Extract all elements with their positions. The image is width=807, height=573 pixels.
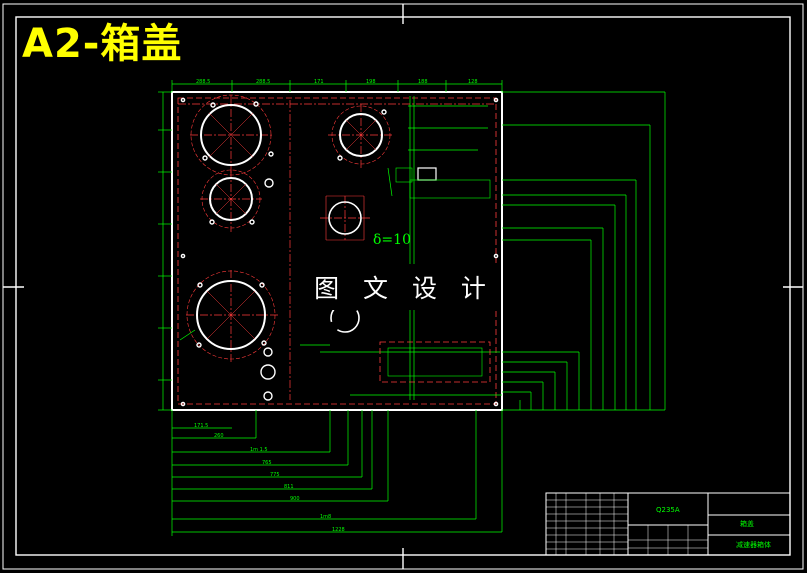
dim-bottom-8: 1m8 <box>320 514 331 520</box>
dim-bottom-5: 775 <box>270 472 280 478</box>
dim-bottom-1: 171.5 <box>194 423 208 429</box>
inspection-window <box>325 167 491 383</box>
title-block-drawing-no: 减速器箱体 <box>736 541 771 549</box>
dim-top-1: 288.5 <box>196 79 210 85</box>
part-outline <box>171 91 503 411</box>
dim-top-6: 128 <box>468 79 478 85</box>
dimension-tick-labels: 288.5 288.5 171 198 188 128 171.5 260 1m… <box>194 79 478 533</box>
dim-top-4: 198 <box>366 79 376 85</box>
title-block <box>545 492 791 556</box>
plate-thickness-label: δ=10 <box>373 232 411 248</box>
watermark: 图 文 设 计 <box>310 264 498 310</box>
dim-bottom-9: 1228 <box>332 527 345 533</box>
center-lines <box>178 95 496 400</box>
title-block-part-name: 箱盖 <box>740 520 754 528</box>
dimension-lines <box>158 80 666 536</box>
hole-spokes <box>206 112 377 340</box>
dim-bottom-7: 900 <box>290 496 300 502</box>
bolt-circles <box>186 94 391 360</box>
drawing-frame <box>2 3 804 570</box>
dim-top-5: 188 <box>418 79 428 85</box>
drawing-title: A2-箱盖 <box>22 21 183 67</box>
bearing-holes <box>196 104 383 350</box>
dim-bottom-6: 811 <box>284 484 294 490</box>
title-block-material: Q235A <box>656 506 680 514</box>
dim-top-2: 288.5 <box>256 79 270 85</box>
dim-bottom-2: 260 <box>214 433 224 439</box>
dim-bottom-4: 765 <box>262 460 272 466</box>
dim-bottom-3: 1m 1.5 <box>250 447 268 453</box>
small-holes <box>180 97 499 407</box>
dim-top-3: 171 <box>314 79 324 85</box>
